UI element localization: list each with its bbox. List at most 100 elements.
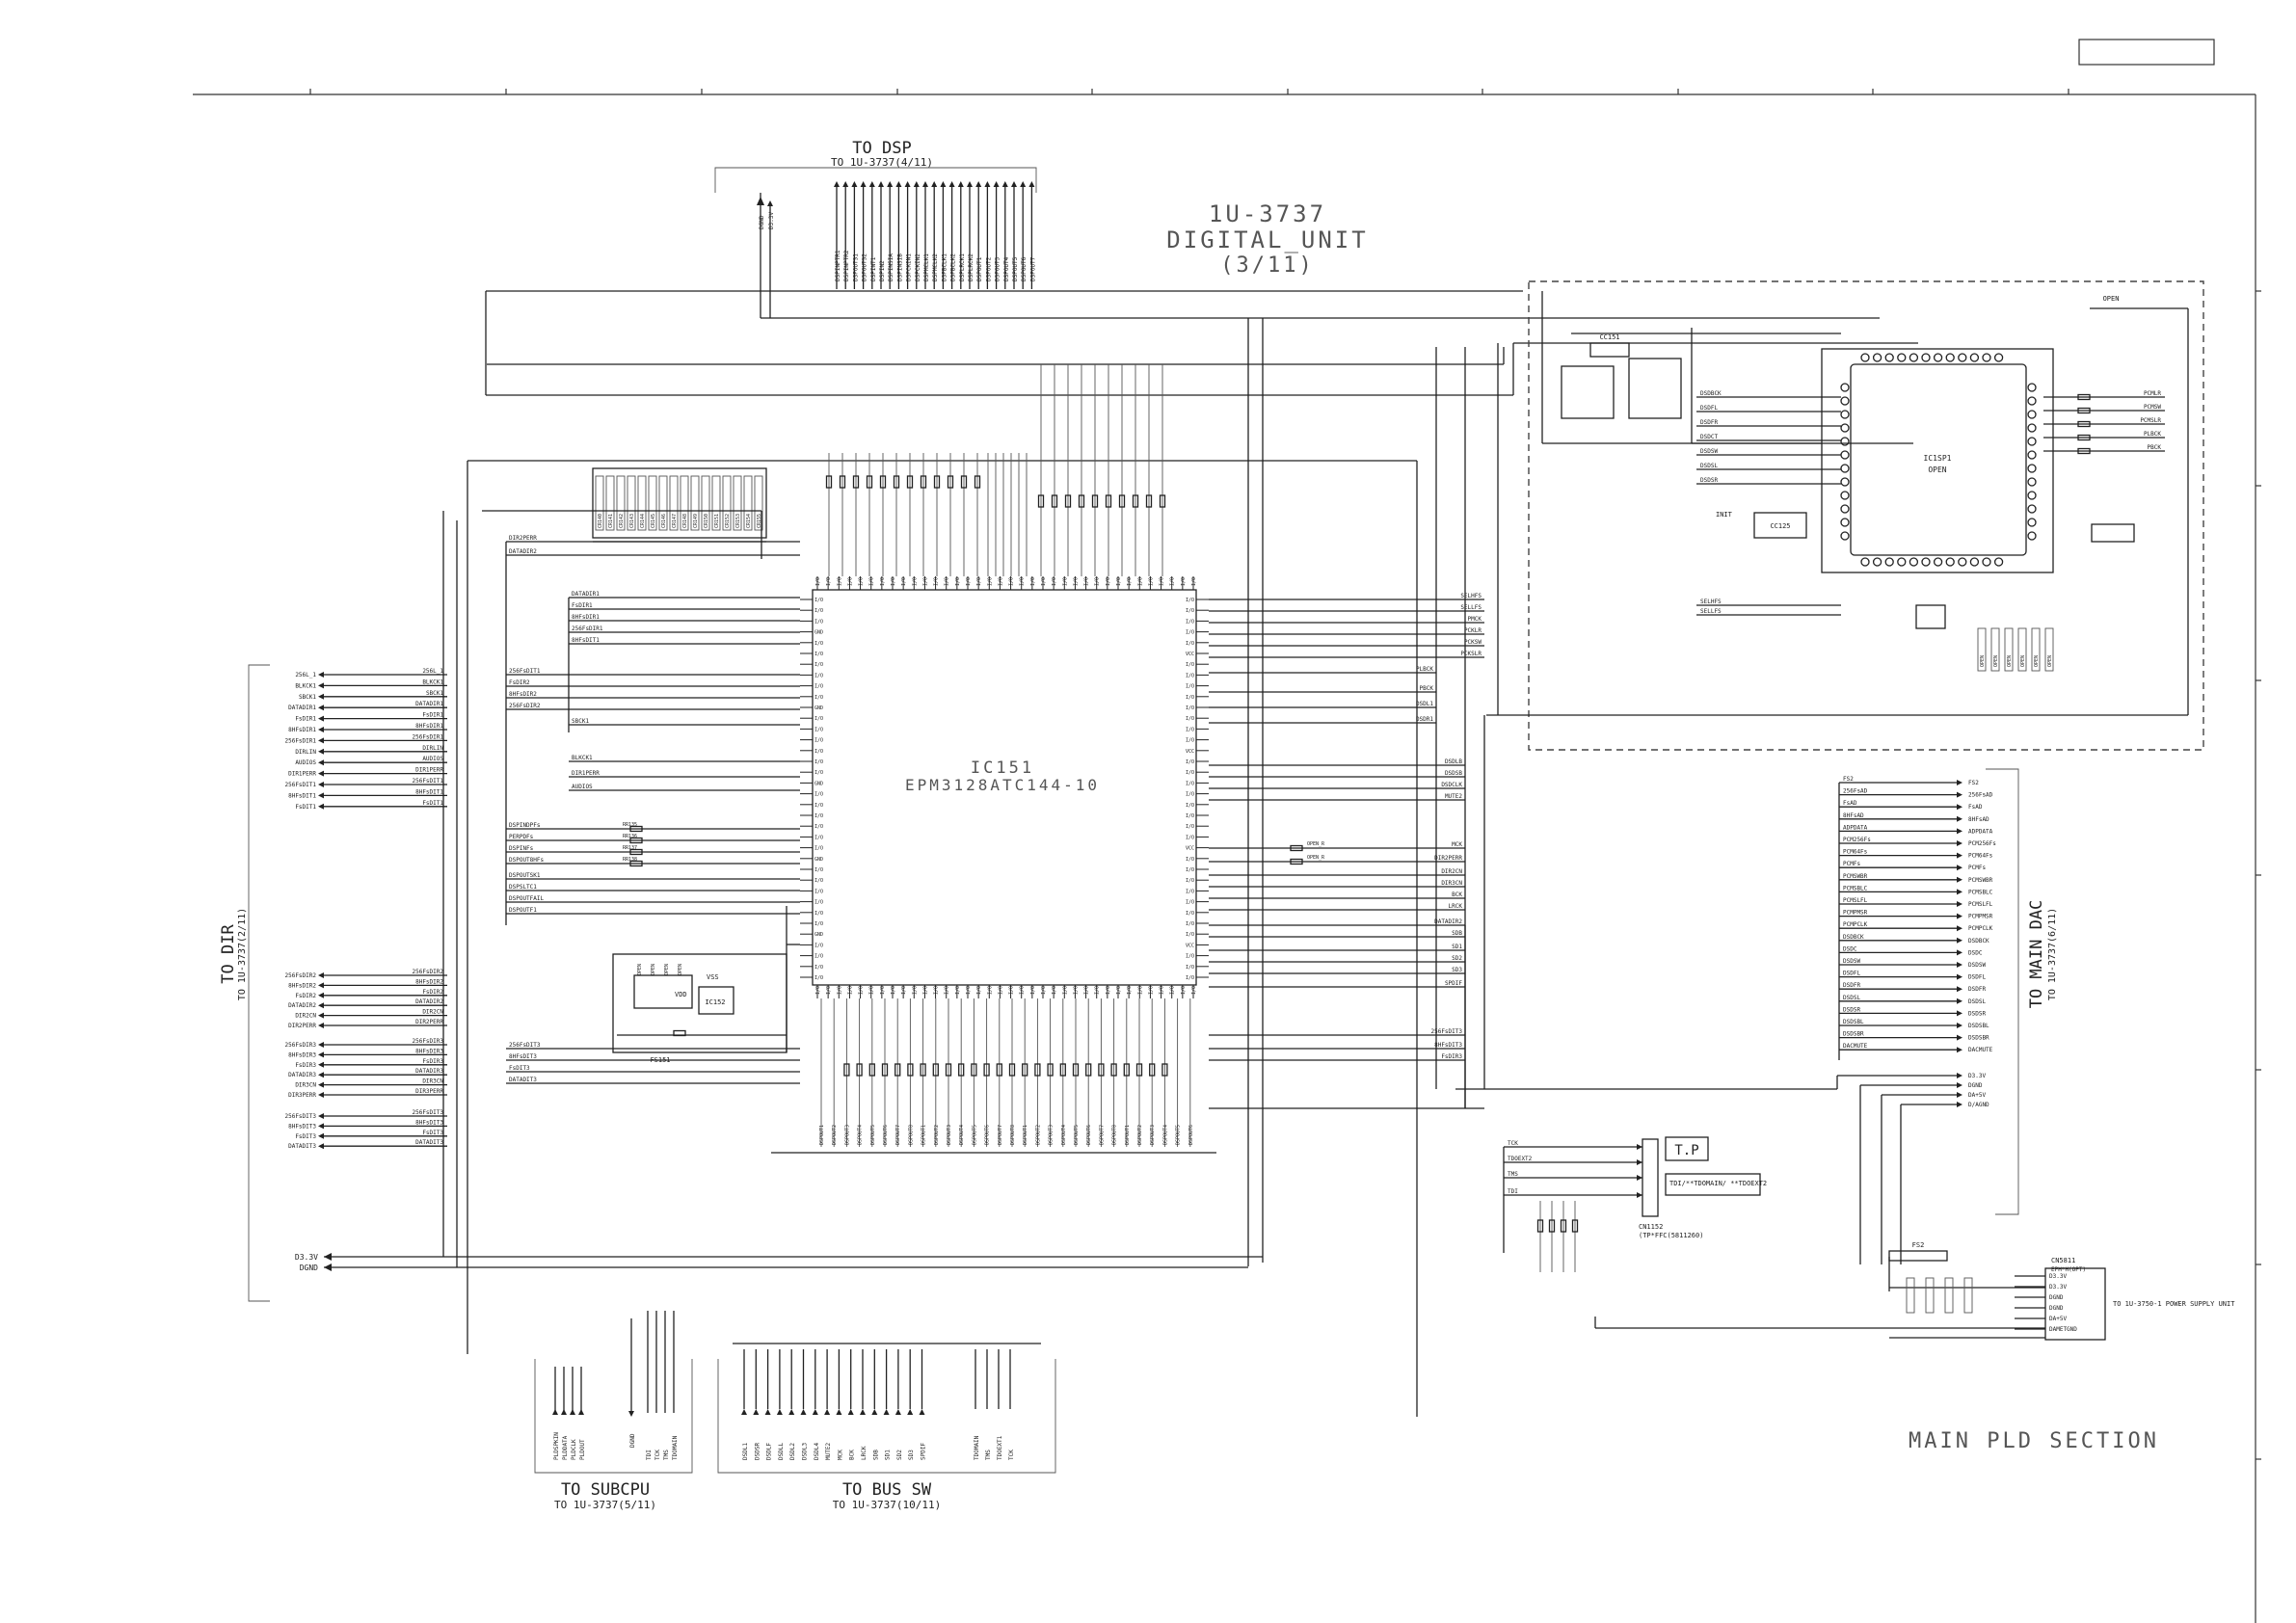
bottom-label: DSPOUT4: [959, 1125, 965, 1145]
sub-ic-pin: [1897, 353, 1907, 362]
power-cap: [1906, 1277, 1915, 1314]
ic151-right-pin-name: I/O: [1186, 803, 1194, 809]
ic151-top-pin-name: I/O: [1106, 577, 1111, 586]
right-net-label: LRCK: [1449, 903, 1463, 910]
ic151-top-resistor: [1091, 494, 1099, 508]
dir-pin-label: 256FsDIR2: [284, 972, 316, 979]
ic151-top-pin-name: I/O: [1116, 577, 1122, 586]
arrow-icon: [948, 181, 955, 187]
arrow-icon: [318, 1092, 324, 1098]
arrow-icon: [1957, 865, 1962, 871]
board-number: 1U-3737: [1209, 200, 1326, 227]
dsp-pin-label: DSPMCLK2: [932, 253, 939, 281]
ic151-bottom-pin-name: I/O: [934, 986, 940, 995]
sub-ic-pin: [1840, 410, 1850, 419]
ic151-top-resistor: [852, 475, 860, 489]
jtag-resistor: [1571, 1219, 1579, 1233]
bottom-label: DSPOUT3: [1049, 1125, 1055, 1145]
dir-pin-label: 8HFsDIR3: [288, 1051, 316, 1058]
bottom-label: DSPOUT8: [1112, 1125, 1118, 1145]
dsp-pin-label: DSPOUT6: [1021, 256, 1028, 281]
dir-pin-label: DATADIR2: [288, 1002, 316, 1009]
dir-net-label: FsDIT1: [422, 800, 443, 807]
dsp-pin-label: DSPIN2: [879, 260, 886, 281]
dir-net-label: 8HFsDIR2: [415, 978, 443, 985]
sub-ic-pin: [2027, 410, 2037, 419]
right-net-label: DIR2CN: [1441, 868, 1462, 875]
resistor-array-element: [711, 475, 721, 531]
ic151-right-pin-name: I/O: [1186, 619, 1194, 625]
arrow-icon: [318, 1042, 324, 1048]
arrow-icon: [1028, 181, 1035, 187]
resistor-array-label: CR142: [619, 514, 625, 528]
right-net-label: DIR3CN: [1441, 880, 1462, 887]
subcpu-tck-label: TMS: [663, 1450, 670, 1460]
ic151-right-pin-name: I/O: [1186, 900, 1194, 906]
left-net-label: FsDIR1: [572, 602, 593, 609]
sub-right-label: PCMLR: [2144, 390, 2161, 397]
ic152-vdd: VDD: [675, 991, 687, 998]
ic151-right-pin-name: I/O: [1186, 878, 1194, 884]
power-out-note: TO 1U-3750-1 POWER SUPPLY UNIT: [2113, 1300, 2235, 1308]
sub-left-label: DSDFR: [1700, 419, 1718, 426]
ic151-top-resistor: [825, 475, 833, 489]
dir-pin-label: FsDIR3: [295, 1062, 316, 1069]
dac-pin-label: DSDFR: [1968, 986, 1986, 993]
power-out-label: D3.3V: [2049, 1273, 2067, 1280]
ic151-top-pin-name: I/O: [826, 577, 832, 586]
arrow-icon: [1637, 1144, 1642, 1150]
sub-ic-pin: [2027, 423, 2037, 433]
bottom-resistor: [971, 1063, 977, 1077]
ic151-bottom-pin-name: I/O: [1191, 986, 1197, 995]
sub-left-label: DSDSW: [1700, 448, 1718, 455]
resistor-array-label: CR153: [735, 514, 741, 528]
sheet-title: 1U-3737 DIGITAL_UNIT (3/11) MAIN PLD SEC…: [1166, 200, 2156, 1453]
bottom-resistor: [1047, 1063, 1054, 1077]
bottom-resistor: [983, 1063, 990, 1077]
dac-net-label: DACMUTE: [1843, 1043, 1868, 1050]
ic151-right-pin-name: I/O: [1186, 770, 1194, 776]
ic151-bottom-pin-name: I/O: [1106, 986, 1111, 995]
dir-pin-label: FsDIT3: [295, 1133, 316, 1140]
resistor-array-label: CR154: [746, 514, 752, 528]
ic151-bottom-pin-name: I/O: [976, 986, 982, 995]
right-net-label: DSDSB: [1445, 770, 1462, 777]
ic151-right-pin-name: I/O: [1186, 889, 1194, 894]
sub-ic-pin: [1982, 557, 1991, 567]
resistor-array-frame: [592, 467, 767, 539]
sub-ic-pin: [1840, 531, 1850, 541]
sub-ic-pin: [1921, 557, 1931, 567]
ic151-left-pin-name: I/O: [814, 695, 823, 701]
bottom-resistor: [881, 1063, 889, 1077]
arrow-icon: [318, 982, 324, 989]
arrow-icon: [318, 693, 324, 700]
ic151-top-pin-name: I/O: [1160, 577, 1165, 586]
ic151-top-pin-name: I/O: [1009, 577, 1015, 586]
dac-net-label: FS2: [1843, 776, 1854, 783]
dsp-pin-label: DSPCKIN1: [906, 253, 913, 281]
arrow-icon: [318, 1143, 324, 1150]
ic151-bottom-pin-name: I/O: [922, 986, 928, 995]
ic151-top-pin-name: I/O: [859, 577, 865, 586]
dsp-power-label: D3.3V: [768, 212, 775, 229]
dir-net-label: 8HFsDIT1: [415, 788, 443, 795]
right-net-label: DSDR1: [1416, 716, 1433, 723]
dac-net-label: PCMSLFL: [1843, 897, 1868, 904]
right-net-label: MUTE2: [1445, 793, 1462, 800]
right-net-label: SD2: [1452, 955, 1462, 962]
subcpu-power-label: DGND: [629, 1433, 636, 1448]
sub-left-label: DSDFL: [1700, 405, 1718, 412]
ic151-right-pin-name: I/O: [1186, 608, 1194, 614]
left-net-label: DSPSLTC1: [509, 884, 537, 891]
ic151-right-pin-name: I/O: [1186, 857, 1194, 863]
subcpu-pin-label: PLDDATA: [562, 1435, 569, 1460]
resistor-array-label: CR143: [629, 514, 635, 528]
arrow-icon: [851, 181, 858, 187]
bottom-label: DSPOUT3: [1150, 1125, 1156, 1145]
left-net-label: DATADIR2: [509, 548, 537, 555]
bottom-label: DSPOUT4: [1061, 1125, 1067, 1145]
left-power-d33v: D3.3V: [295, 1253, 318, 1262]
bottom-label: DSPOUT4: [1162, 1125, 1168, 1145]
arrow-icon: [1957, 804, 1962, 811]
